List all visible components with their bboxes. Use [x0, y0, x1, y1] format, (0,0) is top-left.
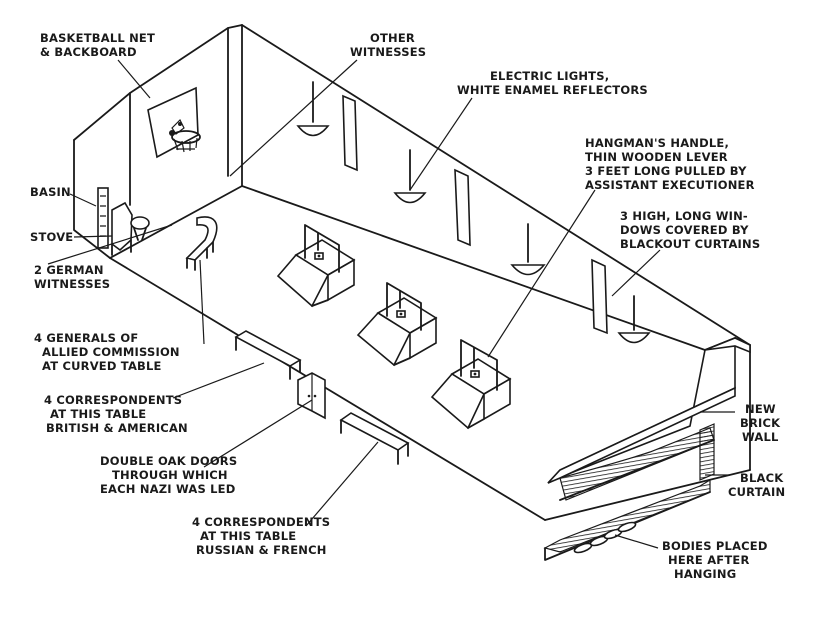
- label-line: DOWS COVERED BY: [620, 223, 749, 237]
- label-other-witnesses: OTHER WITNESSES: [350, 31, 426, 59]
- label-line: ALLIED COMMISSION: [42, 345, 180, 359]
- label-basketball: BASKETBALL NET & BACKBOARD: [40, 31, 155, 59]
- label-bodies: BODIES PLACED HERE AFTER HANGING: [662, 539, 768, 581]
- blackout-windows: [342, 94, 608, 335]
- label-line: ELECTRIC LIGHTS,: [490, 69, 609, 83]
- label-line: WITNESSES: [34, 277, 110, 291]
- gallows-2: [356, 282, 438, 367]
- table-russian-french: [339, 412, 410, 465]
- basketball-backboard: [147, 86, 201, 159]
- label-line: HANGMAN'S HANDLE,: [585, 136, 729, 150]
- curved-table: [185, 216, 218, 271]
- label-correspondents-russian-french: 4 CORRESPONDENTS AT THIS TABLE RUSSIAN &…: [192, 515, 330, 557]
- label-electric-lights: ELECTRIC LIGHTS, WHITE ENAMEL REFLECTORS: [457, 69, 648, 97]
- label-line: BASKETBALL NET: [40, 31, 155, 45]
- label-line: 3 FEET LONG PULLED BY: [585, 164, 747, 178]
- label-german-witnesses: 2 GERMAN WITNESSES: [34, 263, 110, 291]
- label-line: CURTAIN: [728, 485, 785, 499]
- label-line: BRITISH & AMERICAN: [46, 421, 188, 435]
- label-line: AT THIS TABLE: [200, 529, 296, 543]
- label-line: EACH NAZI WAS LED: [100, 482, 235, 496]
- label-line: 3 HIGH, LONG WIN-: [620, 209, 748, 223]
- basin-and-stove: [97, 187, 150, 256]
- label-line: AT CURVED TABLE: [42, 359, 162, 373]
- gallows-1: [276, 224, 356, 308]
- leader-lines: [47, 59, 735, 549]
- electric-lights: [296, 81, 651, 344]
- label-line: 4 CORRESPONDENTS: [192, 515, 330, 529]
- label-line: 4 GENERALS OF: [34, 331, 138, 345]
- label-line: NEW: [745, 402, 776, 416]
- label-line: AT THIS TABLE: [50, 407, 146, 421]
- label-line: WALL: [742, 430, 779, 444]
- label-line: RUSSIAN & FRENCH: [196, 543, 327, 557]
- label-line: 2 GERMAN: [34, 263, 104, 277]
- label-line: HERE AFTER: [668, 553, 750, 567]
- label-line: WITNESSES: [350, 45, 426, 59]
- label-line: THROUGH WHICH: [112, 468, 228, 482]
- label-line: OTHER: [370, 31, 415, 45]
- label-line: THIN WOODEN LEVER: [585, 150, 728, 164]
- label-line: ASSISTANT EXECUTIONER: [585, 178, 755, 192]
- label-line: BODIES PLACED: [662, 539, 768, 553]
- label-line: HANGING: [674, 567, 736, 581]
- label-basin: BASIN: [30, 185, 71, 199]
- label-line: BLACK: [740, 471, 784, 485]
- gallows-3: [430, 339, 512, 430]
- double-oak-doors: [297, 372, 326, 420]
- label-generals: 4 GENERALS OF ALLIED COMMISSION AT CURVE…: [34, 331, 180, 373]
- label-correspondents-british-american: 4 CORRESPONDENTS AT THIS TABLE BRITISH &…: [44, 393, 188, 435]
- label-brick-wall: NEW BRICK WALL: [740, 402, 781, 444]
- label-windows: 3 HIGH, LONG WIN- DOWS COVERED BY BLACKO…: [620, 209, 760, 251]
- table-british-american: [234, 330, 302, 380]
- new-brick-wall: [547, 336, 751, 484]
- label-line: DOUBLE OAK DOORS: [100, 454, 237, 468]
- label-hangman-handle: HANGMAN'S HANDLE, THIN WOODEN LEVER 3 FE…: [585, 136, 755, 192]
- label-black-curtain: BLACK CURTAIN: [728, 471, 785, 499]
- bodies-area: [543, 478, 711, 561]
- label-line: 4 CORRESPONDENTS: [44, 393, 182, 407]
- label-line: & BACKBOARD: [40, 45, 137, 59]
- label-oak-doors: DOUBLE OAK DOORS THROUGH WHICH EACH NAZI…: [100, 454, 237, 496]
- black-curtain: [559, 423, 715, 501]
- label-line: BRICK: [740, 416, 781, 430]
- label-line: BLACKOUT CURTAINS: [620, 237, 760, 251]
- label-stove: STOVE: [30, 230, 73, 244]
- label-line: WHITE ENAMEL REFLECTORS: [457, 83, 648, 97]
